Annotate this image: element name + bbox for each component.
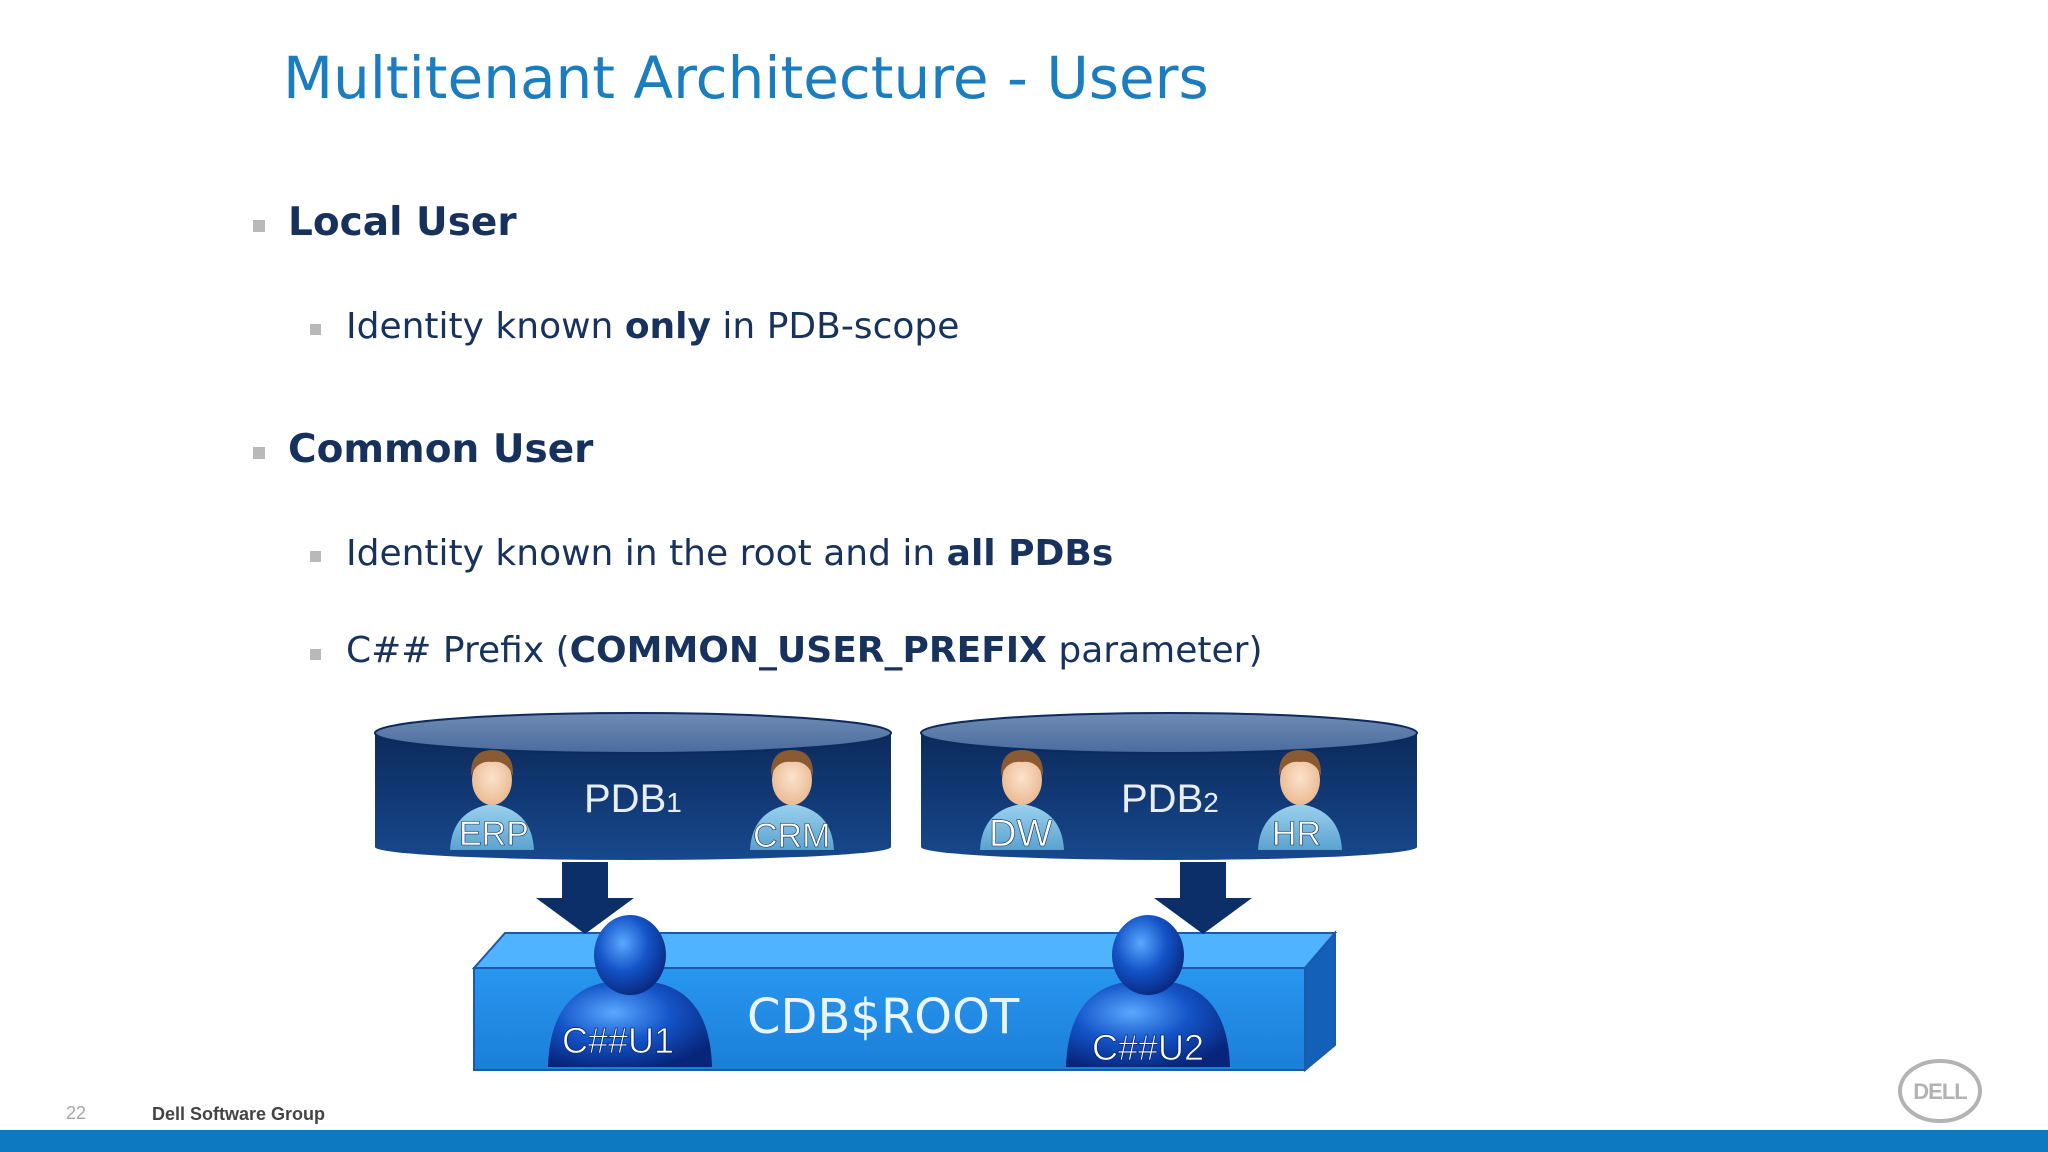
bullet-local-user: Local User <box>288 200 517 245</box>
bullet-marker <box>310 324 321 335</box>
bullet-common-user: Common User <box>288 427 594 472</box>
page-number: 22 <box>66 1103 87 1123</box>
user-icon <box>750 750 834 850</box>
common-user-icon <box>1066 915 1230 1067</box>
bullet-local-user-detail: Identity known only in PDB-scope <box>346 306 960 347</box>
svg-text:DELL: DELL <box>1913 1079 1967 1104</box>
company-name: Dell Software Group <box>152 1104 326 1124</box>
user-icon <box>450 750 534 850</box>
common-user-icon <box>548 915 712 1067</box>
slide-title: Multitenant Architecture - Users <box>283 44 1209 112</box>
bullet-prefix-detail: C## Prefix (COMMON_USER_PREFIX parameter… <box>346 630 1263 671</box>
user-label-dw: DW <box>989 813 1052 855</box>
user-icon <box>1258 750 1342 850</box>
bullet-marker <box>253 220 265 232</box>
pdb2-label: PDB2 <box>1121 777 1219 821</box>
pdb1-label: PDB1 <box>584 777 682 821</box>
user-label-c-u1: C##U1 <box>562 1020 674 1061</box>
arrow-down-icon <box>536 862 634 934</box>
user-label-c-u2: C##U2 <box>1092 1027 1204 1068</box>
user-icon <box>980 750 1064 850</box>
bottom-bar <box>0 1130 2048 1152</box>
user-label-erp: ERP <box>459 815 529 853</box>
dell-logo: DELL <box>1898 1059 1982 1123</box>
arrow-down-icon <box>1154 862 1252 934</box>
bullet-marker <box>310 649 321 660</box>
bullet-common-user-detail: Identity known in the root and in all PD… <box>346 533 1114 574</box>
user-label-crm: CRM <box>753 817 830 855</box>
cdb-root-label: CDB$ROOT <box>747 989 1020 1045</box>
bullet-marker <box>253 447 265 459</box>
user-label-hr: HR <box>1272 815 1321 853</box>
bullet-marker <box>310 551 321 562</box>
